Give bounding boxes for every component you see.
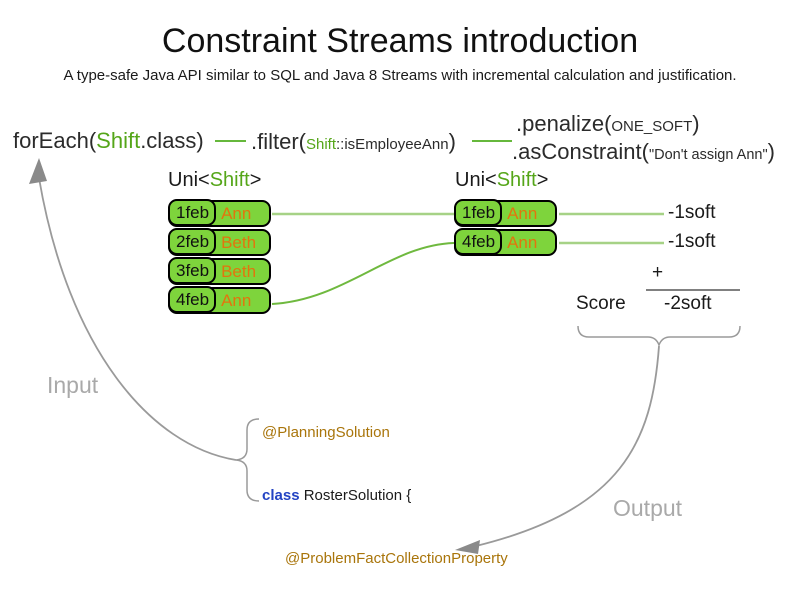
code-brace: [235, 418, 260, 502]
shift-date-cell: 3feb: [168, 257, 217, 284]
shift-date-cell: 4feb: [454, 228, 503, 255]
score-brace: [577, 325, 741, 348]
roster-solution-code: @PlanningSolution class RosterSolution {…: [262, 380, 519, 600]
shift-date-cell: 2feb: [168, 228, 217, 255]
code-asconstraint: .asConstraint("Don't assign Ann"): [512, 139, 775, 165]
page-title: Constraint Streams introduction: [161, 22, 639, 60]
filter-mid: ::isEmployeeAnn: [336, 136, 449, 153]
connector-4feb-match: [271, 242, 455, 305]
code-line: class RosterSolution {: [262, 485, 519, 506]
foreach-pre: forEach(: [13, 128, 97, 153]
uni-shift: Shift: [496, 169, 537, 191]
asconstraint-pre: .asConstraint(: [512, 139, 649, 164]
uni-post: >: [249, 169, 262, 191]
score-label: Score: [576, 293, 626, 314]
penalty-value-1: -1soft: [668, 202, 716, 223]
filter-post: ): [448, 129, 456, 154]
code-line: @PlanningSolution: [262, 424, 390, 441]
plus-sign: +: [652, 262, 664, 283]
code-foreach: forEach(Shift.class): [13, 128, 204, 154]
shift-employee-cell: Ann: [507, 203, 538, 223]
asconstraint-arg: "Don't assign Ann": [648, 147, 768, 163]
uni-shift-label-right: Uni<Shift>: [455, 169, 548, 192]
shift-employee-cell: Ann: [507, 232, 538, 252]
penalty-value-2: -1soft: [668, 231, 716, 252]
shift-date-cell: 4feb: [168, 286, 217, 313]
shift-employee-cell: Ann: [221, 203, 252, 223]
uni-post: >: [536, 169, 549, 191]
uni-pre: Uni<: [455, 169, 497, 191]
uni-shift: Shift: [209, 169, 250, 191]
page-subtitle: A type-safe Java API similar to SQL and …: [63, 67, 737, 84]
foreach-post: .class): [140, 128, 204, 153]
shift-employee-cell: Beth: [221, 232, 257, 252]
code-penalize: .penalize(ONE_SOFT): [516, 111, 700, 137]
filter-shift: Shift: [306, 136, 337, 153]
uni-shift-label-left: Uni<Shift>: [168, 169, 261, 192]
code-line: @ProblemFactCollectionProperty: [285, 550, 508, 567]
code-filter: .filter(Shift::isEmployeeAnn): [251, 129, 456, 155]
penalize-arg: ONE_SOFT: [611, 118, 693, 135]
foreach-shift: Shift: [96, 128, 141, 153]
shift-date-cell: 1feb: [454, 199, 503, 226]
asconstraint-post: ): [767, 139, 775, 164]
input-label: Input: [47, 372, 99, 398]
shift-employee-cell: Ann: [221, 290, 252, 310]
shift-employee-cell: Beth: [221, 261, 257, 281]
penalize-post: ): [692, 111, 700, 136]
filter-pre: .filter(: [251, 129, 306, 154]
output-label: Output: [613, 495, 683, 521]
uni-pre: Uni<: [168, 169, 210, 191]
input-arrowhead-icon: [29, 158, 47, 184]
keyword-class: class: [262, 487, 300, 504]
score-total: -2soft: [664, 293, 712, 314]
class-declaration: RosterSolution {: [299, 487, 412, 504]
penalize-pre: .penalize(: [516, 111, 612, 136]
shift-date-cell: 1feb: [168, 199, 217, 226]
